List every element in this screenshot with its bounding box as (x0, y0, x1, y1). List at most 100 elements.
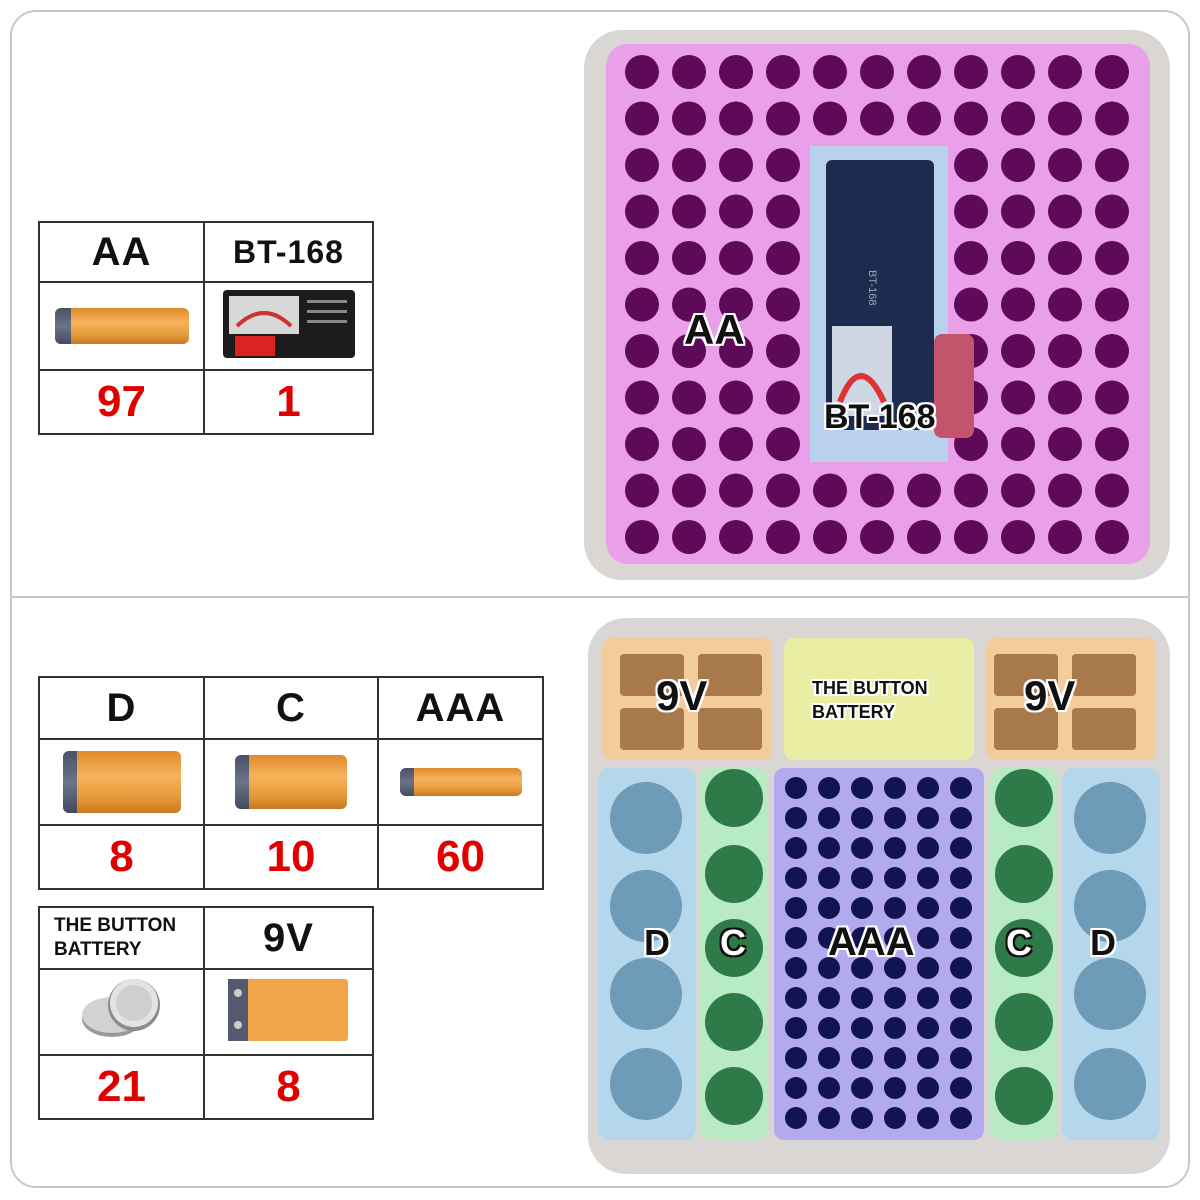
aa-hole (766, 241, 800, 275)
d-left-label: D (644, 922, 670, 963)
aaa-hole (785, 957, 807, 979)
aa-hole (1048, 520, 1082, 554)
aa-hole (1048, 334, 1082, 368)
button-battery-count: 21 (38, 1054, 205, 1120)
9v-header: 9V (203, 906, 374, 970)
aa-hole (1095, 334, 1129, 368)
aa-hole (672, 55, 706, 89)
aaa-hole (785, 927, 807, 949)
button-battery-image (38, 968, 205, 1056)
aaa-hole (884, 837, 906, 859)
svg-text:BT-168: BT-168 (866, 270, 878, 305)
aaa-count: 60 (377, 824, 544, 890)
aa-hole (907, 55, 941, 89)
aa-hole (813, 101, 847, 136)
multi-battery-case: 9V THE BUTTON BATTERY 9V D C AAA C D (588, 618, 1170, 1174)
aa-hole (954, 287, 988, 322)
aa-hole (1001, 427, 1035, 461)
aaa-hole (818, 957, 840, 979)
aaa-hole (851, 777, 873, 799)
aaa-hole (917, 897, 939, 919)
aa-hole (860, 473, 894, 508)
aaa-hole (785, 777, 807, 799)
aaa-hole (950, 1077, 972, 1099)
aa-hole (766, 427, 800, 461)
aa-hole (719, 194, 753, 229)
aa-hole (672, 380, 706, 415)
aaa-hole (917, 957, 939, 979)
aaa-hole (950, 957, 972, 979)
aa-hole (1048, 241, 1082, 275)
bt168-count: 1 (203, 369, 374, 435)
aaa-hole (851, 807, 873, 829)
aa-hole (1001, 287, 1035, 322)
aa-hole (625, 287, 659, 322)
aaa-hole (785, 837, 807, 859)
aa-hole (766, 194, 800, 229)
aaa-hole (884, 1047, 906, 1069)
aa-hole (1095, 148, 1129, 182)
aaa-hole (917, 867, 939, 889)
bt168-header: BT-168 (203, 221, 374, 283)
aa-hole (1095, 55, 1129, 89)
aaa-hole (917, 837, 939, 859)
button-battery-tray (784, 638, 974, 760)
aa-hole (672, 427, 706, 461)
aa-hole (1095, 520, 1129, 554)
aa-hole (1048, 287, 1082, 322)
aa-hole (1048, 473, 1082, 508)
9v-left-slots (620, 654, 762, 750)
aaa-hole (884, 1107, 906, 1129)
aa-hole (672, 334, 706, 368)
aa-hole (719, 287, 753, 322)
c-header: C (203, 676, 379, 740)
aa-hole (625, 334, 659, 368)
aa-hole (1001, 148, 1035, 182)
aa-hole (954, 148, 988, 182)
aaa-hole (785, 1017, 807, 1039)
aa-case-label: AA (684, 306, 745, 353)
aaa-hole (818, 1047, 840, 1069)
aa-hole (719, 334, 753, 368)
aaa-hole (917, 777, 939, 799)
d-header: D (38, 676, 205, 740)
aa-spec-table: AA BT-168 97 1 (38, 221, 374, 435)
aaa-hole (818, 867, 840, 889)
aa-hole (1001, 194, 1035, 229)
aaa-hole (818, 1077, 840, 1099)
aa-hole (719, 148, 753, 182)
aa-header: AA (38, 221, 205, 283)
aaa-hole (884, 777, 906, 799)
aaa-hole (851, 1017, 873, 1039)
aa-hole (625, 101, 659, 136)
aaa-hole (785, 1047, 807, 1069)
c-left-holes (705, 769, 763, 1125)
aaa-hole (950, 837, 972, 859)
aa-hole (1001, 55, 1035, 89)
aa-hole (1048, 148, 1082, 182)
aa-hole (954, 55, 988, 89)
aaa-hole (950, 807, 972, 829)
aa-hole (766, 520, 800, 554)
aa-hole (1095, 380, 1129, 415)
aa-hole (625, 473, 659, 508)
aaa-hole (917, 987, 939, 1009)
aa-case: BT-168 AA BT-168 (584, 30, 1170, 580)
aaa-hole (950, 1047, 972, 1069)
aaa-hole (818, 927, 840, 949)
aaa-hole (851, 1047, 873, 1069)
aaa-hole (818, 1107, 840, 1129)
aa-hole (766, 334, 800, 368)
aa-hole (625, 148, 659, 182)
d-right-tray (1062, 768, 1160, 1140)
aa-hole (625, 380, 659, 415)
c-battery-image (203, 738, 379, 826)
aa-hole (672, 148, 706, 182)
9v-count: 8 (203, 1054, 374, 1120)
aaa-tray (774, 768, 984, 1140)
aa-hole (1001, 520, 1035, 554)
aaa-hole (950, 1017, 972, 1039)
aa-hole (1001, 334, 1035, 368)
aa-hole (766, 287, 800, 322)
d-count: 8 (38, 824, 205, 890)
